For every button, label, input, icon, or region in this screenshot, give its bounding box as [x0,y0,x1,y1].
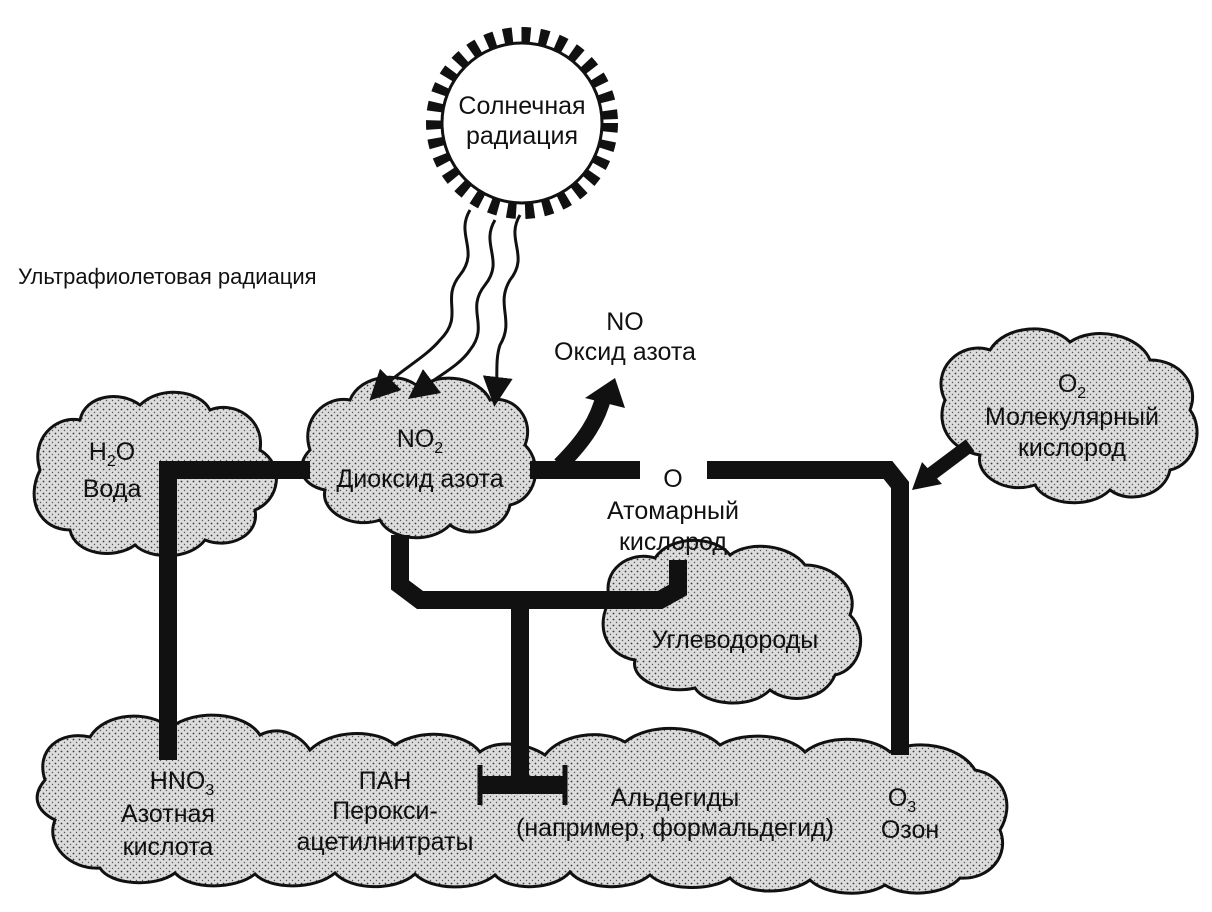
cloud-hydrocarbons [601,538,863,705]
atomic-oxygen-formula: O [663,465,682,493]
cloud-molecular-oxygen [939,327,1199,505]
pan-abbr: ПАН [359,767,412,795]
aldehydes-name-1: Альдегиды [611,784,739,812]
bracket-marks [477,765,568,805]
pan-name-2: ацетилнитраты [297,828,474,856]
molecular-oxygen-name-2: кислород [1018,434,1126,462]
molecular-oxygen-name-1: Молекулярный [985,403,1159,431]
atomic-oxygen-name-1: Атомарный [607,497,739,525]
atomic-oxygen-name-2: кислород [619,528,727,556]
uv-rays [369,209,522,407]
o2-arrow [912,439,975,490]
ozone-formula: O3 [888,784,916,816]
water-name: Вода [83,475,142,503]
water-formula: H2O [89,438,135,470]
ozone-name: Озон [881,816,939,844]
pan-name-1: Перокси- [332,797,438,825]
cloud-bottom [35,713,1009,895]
nitric-acid-name-2: кислота [123,833,214,861]
no2-formula: NO2 [397,425,444,457]
no-formula: NO [606,308,644,336]
cloud-water [32,390,278,558]
sun-label-2: радиация [466,122,578,150]
no-name: Оксид азота [554,338,696,366]
sun-label-1: Солнечная [458,92,585,120]
nitric-acid-name-1: Азотная [121,800,215,828]
uv-label: Ультрафиолетовая радиация [18,264,317,289]
reaction-paths [159,461,909,794]
aldehydes-name-2: (например, формальдегид) [516,814,834,842]
nitric-acid-formula: HNO3 [150,767,215,799]
sun [426,27,618,219]
cloud-no2 [300,375,538,540]
no-arrow [554,378,625,471]
hydrocarbons-name: Углеводороды [652,626,818,654]
no2-name: Диоксид азота [336,465,503,493]
molecular-oxygen-formula: O2 [1058,370,1086,402]
